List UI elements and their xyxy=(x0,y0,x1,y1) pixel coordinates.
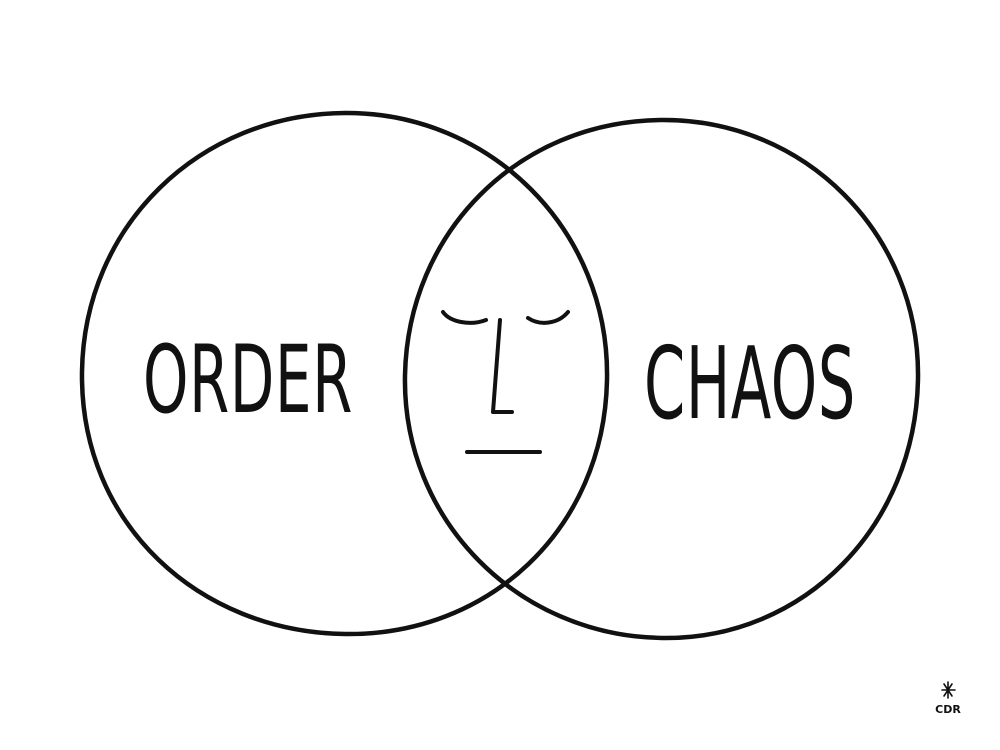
nose xyxy=(491,318,514,414)
face-icon xyxy=(441,310,570,454)
order-label: ORDER xyxy=(143,326,353,435)
signature: CDR xyxy=(935,681,961,716)
left-circle xyxy=(79,110,610,637)
chaos-label: CHAOS xyxy=(644,325,856,442)
asterisk-icon xyxy=(941,681,956,699)
right-circle xyxy=(402,117,921,641)
right-eye xyxy=(526,310,570,325)
signature-text: CDR xyxy=(935,703,961,716)
left-eye xyxy=(441,310,488,325)
